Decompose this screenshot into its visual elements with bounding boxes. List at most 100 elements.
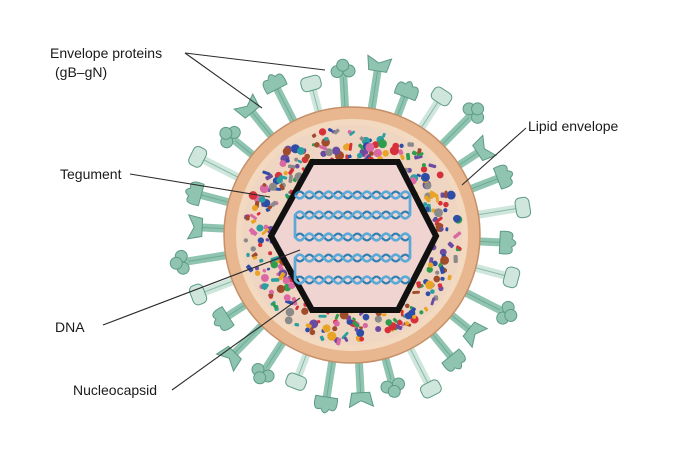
tegument-particle xyxy=(333,320,340,327)
tegument-particle xyxy=(322,324,331,333)
tegument-particle xyxy=(333,128,340,135)
tegument-particle xyxy=(382,132,386,138)
tegument-particle xyxy=(268,251,273,256)
tegument-particle xyxy=(425,280,435,290)
tegument-particle xyxy=(283,294,291,302)
tegument-particle xyxy=(265,173,273,181)
tegument-particle xyxy=(378,139,387,149)
tegument-particle xyxy=(411,307,416,312)
tegument-particle xyxy=(453,231,462,239)
tegument-particle xyxy=(398,149,404,156)
leader-lipid xyxy=(461,127,527,186)
tegument-particle xyxy=(439,227,444,232)
tegument-particle xyxy=(252,256,258,260)
tegument-particle xyxy=(343,143,350,151)
tegument-particle xyxy=(416,281,422,288)
tegument-particle xyxy=(259,184,269,194)
tegument-particle xyxy=(440,276,445,281)
label-envelope-proteins: Envelope proteins xyxy=(50,45,163,61)
tegument-particle xyxy=(453,214,461,223)
tegument-particle xyxy=(373,148,382,158)
dna-strand-b xyxy=(293,190,412,285)
tegument-particle xyxy=(400,309,404,317)
tegument-particle xyxy=(327,331,337,341)
tegument-particle xyxy=(445,227,449,232)
envelope-protein xyxy=(212,297,254,331)
tegument-particle xyxy=(453,254,458,264)
tegument-particle xyxy=(374,315,382,323)
tegument-particle xyxy=(297,159,303,164)
tegument-particle xyxy=(285,158,290,163)
tegument-particle xyxy=(288,282,296,290)
tegument-particle xyxy=(365,142,375,153)
tegument-particle xyxy=(352,317,356,321)
tegument-particle xyxy=(320,150,327,157)
tegument-particle xyxy=(440,192,445,198)
tegument-particle xyxy=(314,142,320,148)
tegument-particle xyxy=(389,146,399,156)
tegument-particle xyxy=(399,143,404,148)
tegument-particle xyxy=(343,336,349,342)
envelope-protein xyxy=(391,81,419,126)
tegument-particle xyxy=(423,202,428,207)
tegument-particle xyxy=(369,151,374,156)
tegument-particle xyxy=(336,337,342,346)
tegument-particle xyxy=(257,242,263,248)
tegument-particle xyxy=(404,321,410,326)
tegument-particle xyxy=(309,329,316,336)
tegument-particle xyxy=(443,208,448,213)
tegument-particle xyxy=(294,157,299,162)
tegument-particle xyxy=(305,327,310,333)
tegument-particle xyxy=(435,270,440,275)
tegument-particle xyxy=(332,326,338,332)
tegument-particle xyxy=(412,314,417,319)
tegument-particle xyxy=(356,152,363,159)
tegument-particle xyxy=(400,154,405,161)
tegument-particle xyxy=(419,310,424,315)
tegument-particle xyxy=(341,331,349,340)
tegument-particle xyxy=(305,323,312,329)
label-leader-lines xyxy=(102,52,527,391)
envelope-protein xyxy=(313,351,339,414)
tegument-particle xyxy=(446,190,456,200)
tegument-particle xyxy=(352,321,360,328)
tegument-particle xyxy=(405,152,411,161)
tegument-particle xyxy=(256,224,264,232)
tegument-particle xyxy=(262,182,267,187)
envelope-protein xyxy=(450,134,498,173)
envelope-protein xyxy=(188,145,248,184)
tegument-particle xyxy=(268,182,278,191)
tegument-particle xyxy=(428,163,437,169)
leader-tegument xyxy=(129,173,271,198)
tegument-particle xyxy=(301,307,309,315)
tegument-particle xyxy=(268,293,274,297)
tegument-particle xyxy=(432,260,438,267)
tegument-particle xyxy=(282,276,290,285)
tegument-particle xyxy=(288,174,293,183)
tegument-particle xyxy=(417,152,424,157)
tegument-particle xyxy=(423,306,429,312)
tegument-particle xyxy=(297,147,305,155)
tegument-particle xyxy=(270,261,278,269)
tegument-particle xyxy=(334,313,340,320)
label-tegument: Tegument xyxy=(60,166,122,182)
tegument-particle xyxy=(359,336,365,342)
tegument-particle xyxy=(327,127,333,133)
leader-dna xyxy=(102,249,301,326)
envelope-protein xyxy=(348,352,375,409)
envelope-protein xyxy=(456,286,518,325)
tegument-particle xyxy=(261,283,268,290)
tegument-particle xyxy=(246,252,250,258)
tegument-particle xyxy=(439,248,447,256)
tegument-particle xyxy=(262,170,271,176)
tegument-particle xyxy=(438,200,443,206)
tegument-particle xyxy=(407,142,414,147)
envelope-protein xyxy=(251,333,290,385)
tegument-particle xyxy=(412,290,420,294)
tegument-particle xyxy=(276,284,285,294)
tegument-particle xyxy=(259,258,264,263)
tegument-particle xyxy=(271,302,278,310)
tegument-particle xyxy=(288,167,295,175)
tegument-particle xyxy=(278,272,286,281)
tegument-particle xyxy=(425,291,431,297)
